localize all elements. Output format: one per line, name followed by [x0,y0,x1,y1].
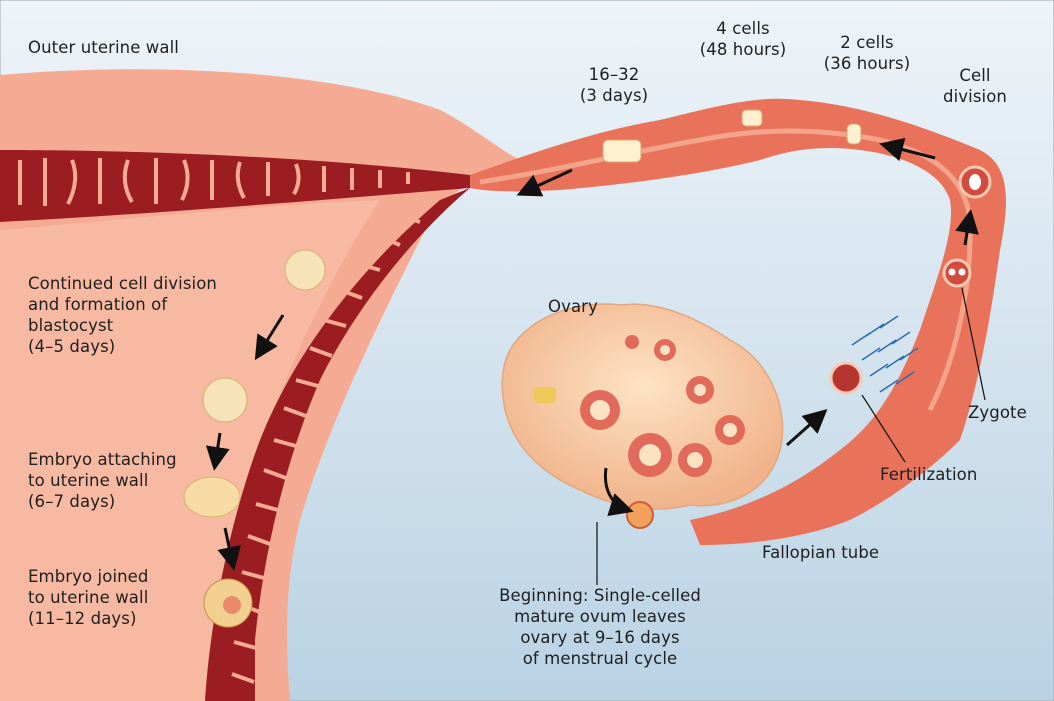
ovum [627,502,653,528]
label-zygote: Zygote [968,402,1027,423]
label-embryo-attaching: Embryo attaching to uterine wall (6–7 da… [28,449,177,512]
label-outer-uterine-wall: Outer uterine wall [28,37,179,58]
label-blastocyst: Continued cell division and formation of… [28,273,217,357]
label-2-cells: 2 cells (36 hours) [812,32,922,74]
label-16-32-cells: 16–32 (3 days) [574,64,654,106]
label-embryo-joined: Embryo joined to uterine wall (11–12 day… [28,566,149,629]
label-beginning: Beginning: Single-celled mature ovum lea… [470,585,730,669]
label-fertilization: Fertilization [880,464,977,485]
label-ovary: Ovary [548,296,598,317]
label-4-cells: 4 cells (48 hours) [688,18,798,60]
label-fallopian-tube: Fallopian tube [762,542,879,563]
label-cell-division: Cell division [935,65,1015,107]
